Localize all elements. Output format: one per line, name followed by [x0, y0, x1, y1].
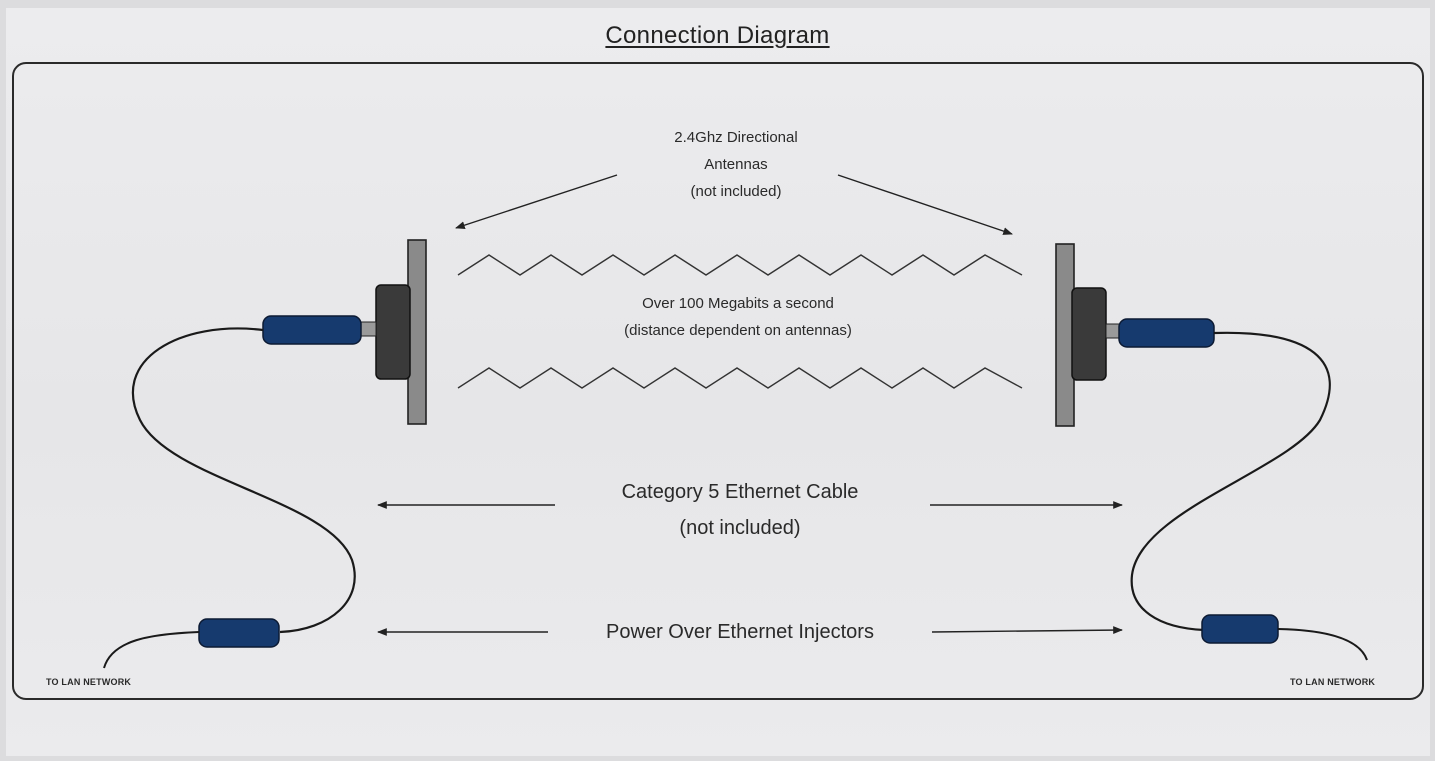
right-antenna-assembly	[1055, 243, 1215, 427]
antenna-label-line3: (not included)	[690, 183, 782, 200]
cable-label: Category 5 Ethernet Cable (not included)	[540, 474, 940, 546]
right-ethernet-cable	[1130, 331, 1331, 632]
signal-zigzag-bottom	[457, 367, 1023, 389]
signal-zigzag-top	[457, 254, 1023, 276]
right-cable-coupler	[1118, 318, 1215, 348]
lan-label-left: TO LAN NETWORK	[46, 677, 132, 687]
right-poe-injector	[1201, 614, 1279, 644]
diagram-title: Connection Diagram	[605, 22, 830, 49]
left-lan-lead	[103, 631, 200, 669]
speed-label-line2: (distance dependent on antennas)	[624, 322, 852, 339]
left-ethernet-cable	[131, 327, 356, 634]
left-antenna-assembly	[262, 239, 427, 425]
antenna-label: 2.4Ghz Directional Antennas (not include…	[536, 124, 936, 205]
right-lan-lead	[1277, 628, 1368, 661]
cable-label-line2: (not included)	[679, 517, 801, 539]
lan-label-right: TO LAN NETWORK	[1290, 677, 1376, 687]
left-poe-injector	[198, 618, 280, 648]
antenna-label-line2: Antennas	[704, 156, 768, 173]
diagram-frame	[12, 62, 1424, 700]
poe-arrow-right	[931, 626, 1123, 635]
antenna-arrow-right	[837, 174, 1013, 235]
poe-label: Power Over Ethernet Injectors	[606, 621, 874, 643]
cable-label-line1: Category 5 Ethernet Cable	[621, 481, 859, 503]
right-radio-unit	[1071, 287, 1107, 381]
speed-label: Over 100 Megabits a second (distance dep…	[468, 290, 1008, 344]
speed-label-line1: Over 100 Megabits a second	[642, 295, 834, 312]
antenna-arrow-left	[455, 174, 618, 229]
left-cable-coupler	[262, 315, 362, 345]
left-connector	[359, 321, 377, 337]
antenna-label-line1: 2.4Ghz Directional	[674, 129, 798, 146]
left-radio-unit	[375, 284, 411, 380]
